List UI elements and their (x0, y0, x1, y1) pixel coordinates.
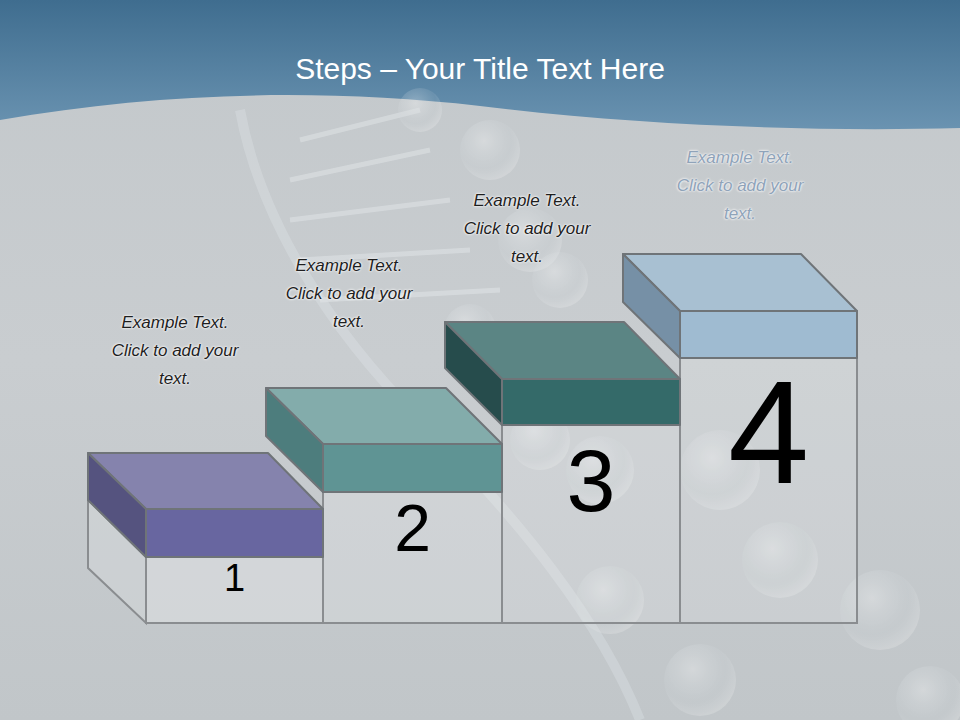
step-lids (88, 254, 857, 557)
step-column: Example Text. Click to add your text.3 (502, 425, 680, 623)
step-text: Example Text. Click to add your text. (105, 309, 245, 393)
dna-illustration (240, 88, 960, 720)
step-number: 4 (680, 360, 857, 506)
step-number: 1 (146, 559, 323, 597)
step-text: Example Text. Click to add your text. (279, 252, 419, 336)
step-number: 2 (323, 495, 502, 561)
step-column: Example Text. Click to add your text.4 (680, 358, 857, 623)
step-columns (88, 358, 857, 623)
step-text: Example Text. Click to add your text. (457, 187, 597, 271)
step-column: Example Text. Click to add your text.2 (323, 492, 502, 623)
title-band (0, 0, 960, 129)
slide-title: Steps – Your Title Text Here (0, 52, 960, 86)
step-text: Example Text. Click to add your text. (670, 144, 810, 228)
step-number: 3 (502, 437, 680, 525)
step-column: Example Text. Click to add your text.1 (146, 557, 323, 623)
